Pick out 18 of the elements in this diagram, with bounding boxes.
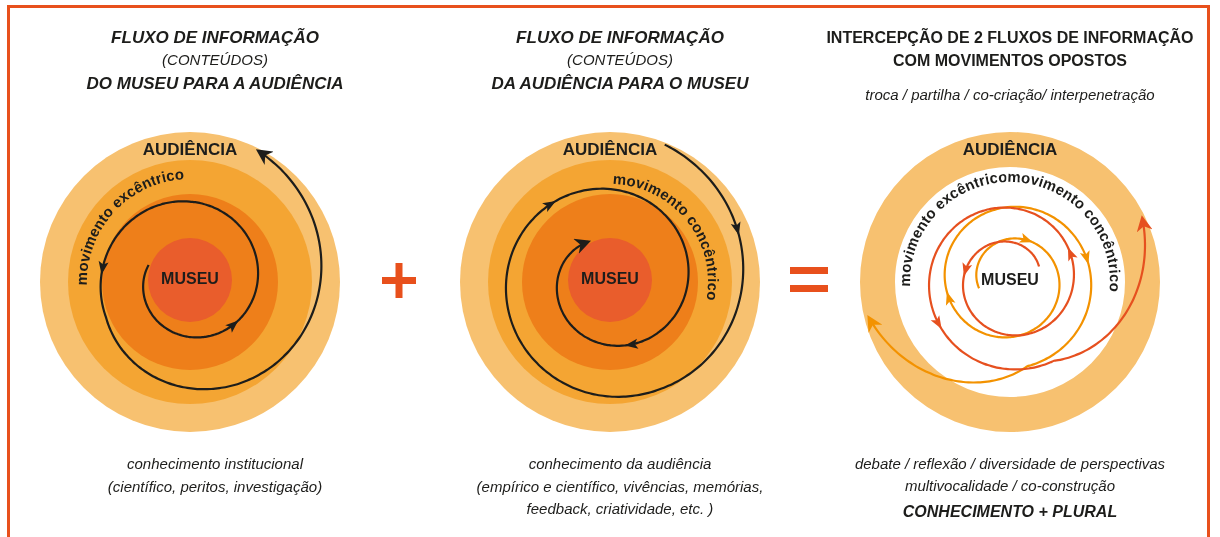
caption-text: troca / partilha / co-criação/ interpenetração [864,85,1156,105]
caption-text: (empírico e científico, vivências, memórias, feedback, criatividade, etc. ) [475,477,765,519]
circle-label: AUDIÊNCIA [962,140,1058,160]
heading-text: DO MUSEU PARA A AUDIÊNCIA [85,73,345,95]
caption-text: (científico, peritos, investigação) [106,477,324,497]
circle-label: AUDIÊNCIA [562,140,658,160]
heading-text: FLUXO DE INFORMAÇÃO [515,27,725,49]
heading-text: DA AUDIÊNCIA PARA O MUSEU [490,73,750,95]
caption-text: conhecimento institucional [126,454,305,474]
heading-text: FLUXO DE INFORMAÇÃO [110,27,320,49]
caption-text: debate / reflexão / diversidade de perspectivas multivocalidade / co-construção [853,454,1167,496]
caption-text: conhecimento da audiência [527,454,713,474]
circle-label: AUDIÊNCIA [142,140,238,160]
caption-text: (CONTEÚDOS) [566,50,674,70]
circle-label: MUSEU [161,270,219,288]
caption-text: (CONTEÚDOS) [161,50,269,70]
heading-text: CONHECIMENTO + PLURAL [901,502,1119,522]
heading-text: INTERCEPÇÃO DE 2 FLUXOS DE INFORMAÇÃO COM MOVIMENTOS OPOSTOS [825,27,1195,72]
